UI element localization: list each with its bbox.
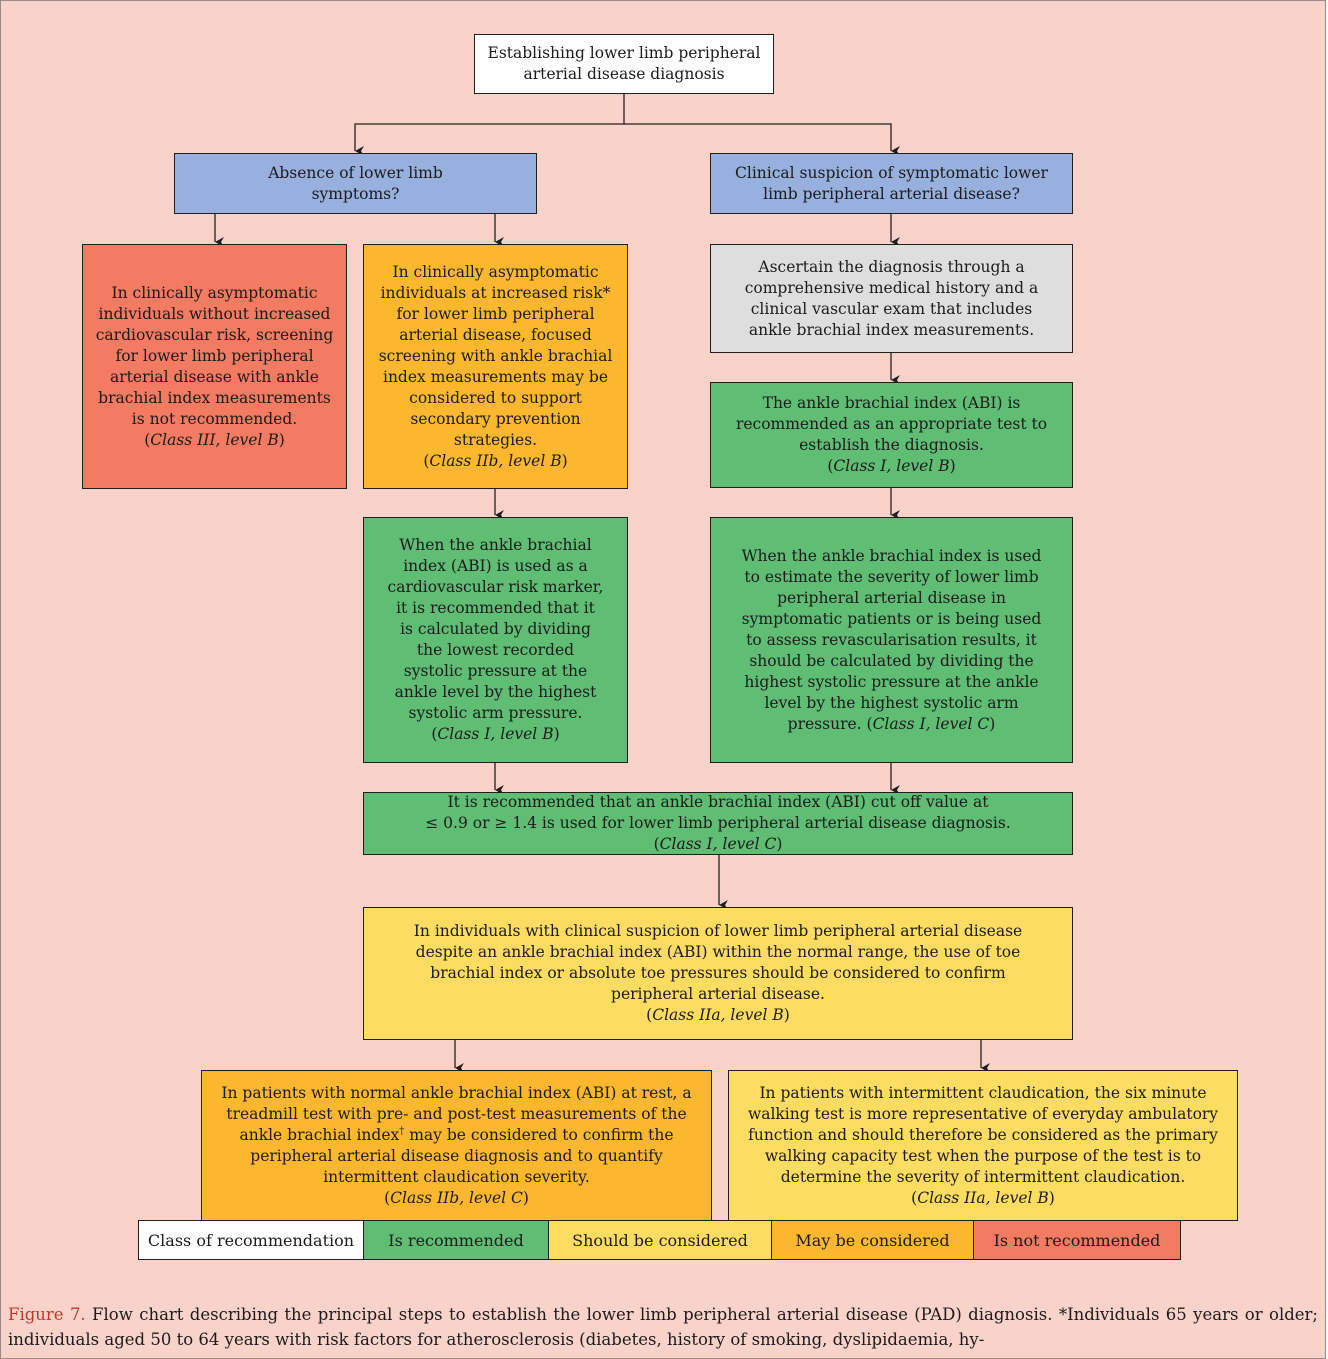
risk-marker-class: (Class I, level B): [431, 725, 560, 743]
start-node-text: Establishing lower limb peripheral arter…: [487, 44, 761, 83]
abi-test-class: (Class I, level B): [827, 457, 956, 475]
cutoff-text: It is recommended that an ankle brachial…: [425, 793, 1011, 832]
legend-not-recommended: Is not recommended: [974, 1221, 1180, 1259]
no-risk-class: (Class III, level B): [144, 430, 285, 449]
figure-caption: Figure 7. Flow chart describing the prin…: [0, 1300, 1326, 1354]
suspicion-question-text: Clinical suspicion of symptomatic lower …: [735, 163, 1048, 203]
absence-question-text: Absence of lower limb symptoms?: [268, 163, 443, 203]
legend-title: Class of recommendation: [139, 1221, 364, 1259]
figure-label: Figure 7.: [8, 1305, 86, 1324]
legend-recommended: Is recommended: [364, 1221, 549, 1259]
class-legend: Class of recommendation Is recommended S…: [138, 1220, 1181, 1260]
absence-question-node: Absence of lower limb symptoms?: [174, 153, 537, 214]
suspicion-question-node: Clinical suspicion of symptomatic lower …: [710, 153, 1073, 214]
no-risk-node: In clinically asymptomatic individuals w…: [82, 244, 347, 489]
ascertain-text: Ascertain the diagnosis through a compre…: [744, 257, 1039, 339]
cutoff-node: It is recommended that an ankle brachial…: [363, 792, 1073, 855]
treadmill-node: In patients with normal ankle brachial i…: [201, 1070, 712, 1221]
walking-test-text: In patients with intermittent claudicati…: [747, 1083, 1219, 1186]
no-risk-text: In clinically asymptomatic individuals w…: [95, 283, 334, 428]
dagger-footnote-mark: †: [399, 1125, 405, 1137]
toe-pressure-class: (Class IIa, level B): [646, 1006, 790, 1024]
increased-risk-class: (Class IIb, level B): [423, 451, 568, 470]
treadmill-text: In patients with normal ankle brachial i…: [221, 1083, 692, 1186]
abi-test-text: The ankle brachial index (ABI) is recomm…: [735, 394, 1048, 454]
start-node: Establishing lower limb peripheral arter…: [474, 34, 774, 94]
walking-test-node: In patients with intermittent claudicati…: [728, 1070, 1238, 1221]
caption-text: Flow chart describing the principal step…: [8, 1305, 1318, 1349]
increased-risk-node: In clinically asymptomatic individuals a…: [363, 244, 628, 489]
risk-marker-node: When the ankle brachial index (ABI) is u…: [363, 517, 628, 763]
cutoff-class: (Class I, level C): [653, 835, 783, 853]
toe-pressure-text: In individuals with clinical suspicion o…: [413, 922, 1023, 1003]
walking-test-class: (Class IIa, level B): [911, 1188, 1055, 1207]
severity-node: When the ankle brachial index is used to…: [710, 517, 1073, 763]
increased-risk-text: In clinically asymptomatic individuals a…: [378, 262, 613, 449]
treadmill-class: (Class IIb, level C): [384, 1188, 529, 1207]
legend-may-consider: May be considered: [772, 1221, 974, 1259]
ascertain-node: Ascertain the diagnosis through a compre…: [710, 244, 1073, 353]
toe-pressure-node: In individuals with clinical suspicion o…: [363, 907, 1073, 1040]
severity-class: Class I, level C: [872, 714, 990, 733]
legend-should-consider: Should be considered: [549, 1221, 772, 1259]
abi-test-node: The ankle brachial index (ABI) is recomm…: [710, 382, 1073, 488]
risk-marker-text: When the ankle brachial index (ABI) is u…: [387, 536, 604, 722]
severity-text: When the ankle brachial index is used to…: [741, 546, 1042, 733]
